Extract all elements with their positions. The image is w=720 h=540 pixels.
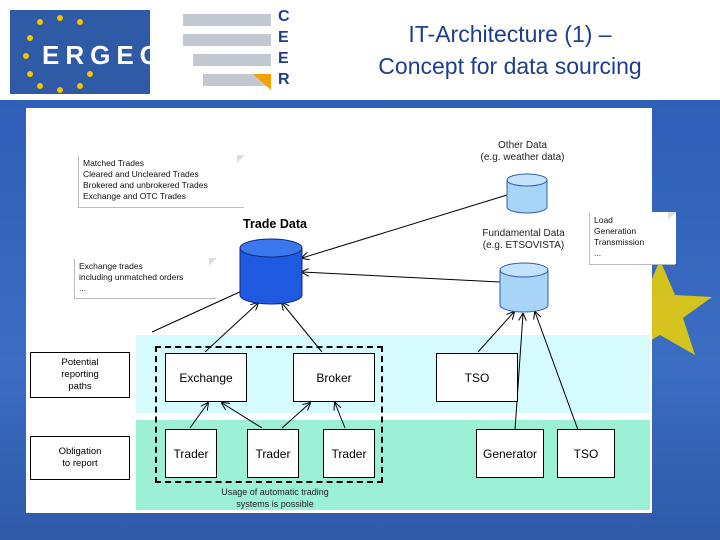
- note-line: Cleared and Uncleared Trades: [83, 169, 199, 179]
- tso-to-fundamental-arrow: [477, 312, 514, 353]
- other-data-line2: (e.g. weather data): [480, 152, 565, 163]
- potential-path-line: [151, 289, 245, 333]
- note-line: Matched Trades: [83, 158, 144, 168]
- trader2-to-broker-arrow: [281, 403, 310, 429]
- side-text: reporting: [61, 369, 99, 380]
- trade-data-cylinder: [239, 238, 303, 305]
- exchange-trades-note: Exchange trades including unmatched orde…: [75, 258, 217, 298]
- other-to-tradedata-arrow: [302, 194, 508, 258]
- other-data-line1: Other Data: [498, 140, 547, 151]
- tso-box-top[interactable]: TSO: [436, 353, 518, 402]
- tso-box-bottom[interactable]: TSO: [557, 429, 615, 478]
- other-data-cylinder: [506, 173, 548, 214]
- obligation-to-report-label: Obligation to report: [30, 436, 130, 480]
- trader-box-2[interactable]: Trader: [247, 429, 299, 478]
- trader2-to-exchange-arrow: [222, 403, 263, 429]
- automatic-trading-note: Usage of automatic trading systems is po…: [200, 486, 350, 510]
- note-line: Transmission: [594, 237, 645, 247]
- side-text: to report: [62, 458, 98, 469]
- trader-box-3[interactable]: Trader: [323, 429, 375, 478]
- note-line: Load: [594, 215, 613, 225]
- note-line: ...: [79, 283, 87, 293]
- title-line-2: Concept for data sourcing: [378, 53, 642, 79]
- auto-note-line: systems is possible: [236, 499, 314, 509]
- note-line: Exchange and OTC Trades: [83, 191, 187, 201]
- trades-note: Matched Trades Cleared and Uncleared Tra…: [79, 155, 245, 207]
- slide-header: ERGEG C E E R IT-Architecture (1) – Conc…: [0, 0, 720, 100]
- fundamental-to-tradedata-arrow: [302, 272, 501, 283]
- generator-to-fundamental-arrow: [514, 314, 523, 431]
- fundamental-note: Load Generation Transmission ...: [590, 212, 676, 264]
- trade-data-label: Trade Data: [243, 217, 307, 231]
- ceer-logo: [183, 14, 271, 90]
- note-fold-icon: [668, 212, 676, 220]
- automatic-trading-dashed-group: [155, 346, 383, 483]
- potential-reporting-paths-label: Potential reporting paths: [30, 352, 130, 398]
- ceer-letter: E: [278, 29, 289, 46]
- auto-note-line: Usage of automatic trading: [221, 487, 329, 497]
- side-text: Obligation: [58, 446, 102, 457]
- broker-box[interactable]: Broker: [293, 353, 375, 402]
- note-line: Exchange trades: [79, 261, 143, 271]
- trader1-to-exchange-arrow: [189, 403, 208, 429]
- exchange-box[interactable]: Exchange: [165, 353, 247, 402]
- note-line: including unmatched orders: [79, 272, 184, 282]
- other-data-label: Other Data (e.g. weather data): [450, 140, 595, 164]
- slide-title: IT-Architecture (1) – Concept for data s…: [320, 18, 700, 82]
- ceer-logo-letters: C E E R: [278, 6, 298, 90]
- tso2-to-fundamental-arrow: [535, 312, 579, 431]
- fundamental-data-line2: (e.g. ETSOVISTA): [482, 240, 565, 251]
- note-line: ...: [594, 248, 602, 258]
- generator-box[interactable]: Generator: [476, 429, 544, 478]
- eu-stars-icon: [23, 15, 93, 93]
- side-text: paths: [68, 381, 92, 392]
- trader3-to-broker-arrow: [335, 403, 346, 429]
- note-line: Brokered and unbrokered Trades: [83, 180, 208, 190]
- ceer-letter: E: [278, 50, 289, 67]
- side-text: Potential: [61, 357, 99, 368]
- fundamental-data-label: Fundamental Data (e.g. ETSOVISTA): [456, 228, 591, 252]
- ergeg-logo: ERGEG: [10, 10, 160, 94]
- broker-to-tradedata-arrow: [282, 303, 323, 353]
- note-line: Generation: [594, 226, 637, 236]
- fundamental-data-cylinder: [499, 262, 549, 313]
- ergeg-logo-text: ERGEG: [42, 40, 166, 70]
- ceer-letter: R: [278, 71, 290, 88]
- fundamental-data-line1: Fundamental Data: [482, 228, 565, 239]
- exchange-to-tradedata-arrow: [204, 303, 258, 353]
- ceer-letter: C: [278, 8, 290, 25]
- note-fold-icon: [209, 258, 217, 266]
- trader-box-1[interactable]: Trader: [165, 429, 217, 478]
- title-line-1: IT-Architecture (1) –: [408, 21, 612, 47]
- note-fold-icon: [237, 155, 245, 163]
